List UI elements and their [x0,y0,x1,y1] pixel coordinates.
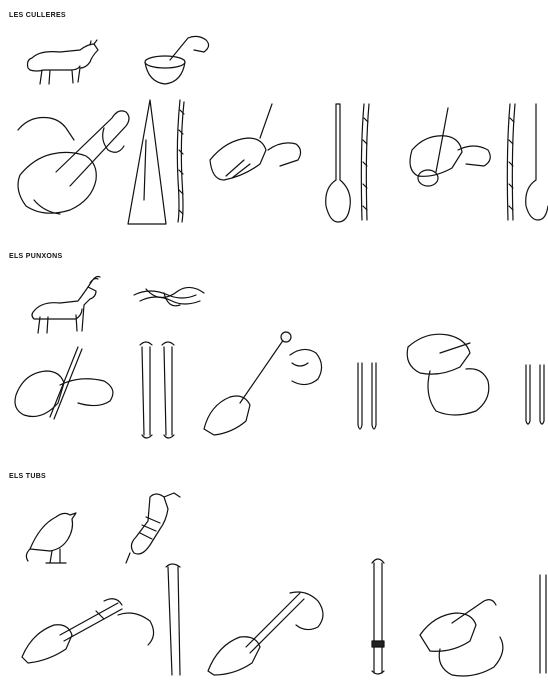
bowl-hand-illustration [145,36,209,84]
tendon-fibers-illustration [134,287,204,305]
awl-blanks-illustration [140,342,174,438]
bone-tube-2-illustration [372,559,384,674]
awl-grip-hands-illustration [15,347,113,419]
awls-2-illustration [526,365,544,424]
tube-shaping-hands-illustration [208,592,323,675]
carving-hands-illustration [210,104,301,180]
twisted-rod-illustration [177,100,184,222]
twisted-rod-3-illustration [507,104,515,220]
tube-cutting-hands-illustration [22,599,154,663]
awl-polishing-hands-illustration [407,334,489,415]
bone-blank-illustration [128,100,166,224]
section-tubs: ELS TUBS [0,445,548,680]
section-culleres: LES CULLERES [0,0,548,235]
finished-spoon-illustration [526,104,548,220]
punxons-illustrations [0,235,548,445]
culleres-illustrations [0,0,548,235]
section-punxons: ELS PUNXONS [0,235,548,445]
awl-sharpening-hands-illustration [204,332,322,435]
bone-breaking-illustration [18,111,129,214]
spoon-finishing-hands-illustration [410,108,490,186]
bone-tube-illustration [166,564,180,675]
tubs-illustrations [0,445,548,680]
spoon-blank-illustration [326,104,351,222]
goat-illustration [32,277,100,334]
twisted-rod-2-illustration [361,104,369,220]
bird-illustration [26,513,76,563]
cow-illustration [28,40,99,84]
awls-illustration [358,363,376,429]
bone-tube-3-illustration [540,575,546,673]
bird-bone-illustration [126,493,180,563]
tube-finishing-hands-illustration [420,600,503,676]
